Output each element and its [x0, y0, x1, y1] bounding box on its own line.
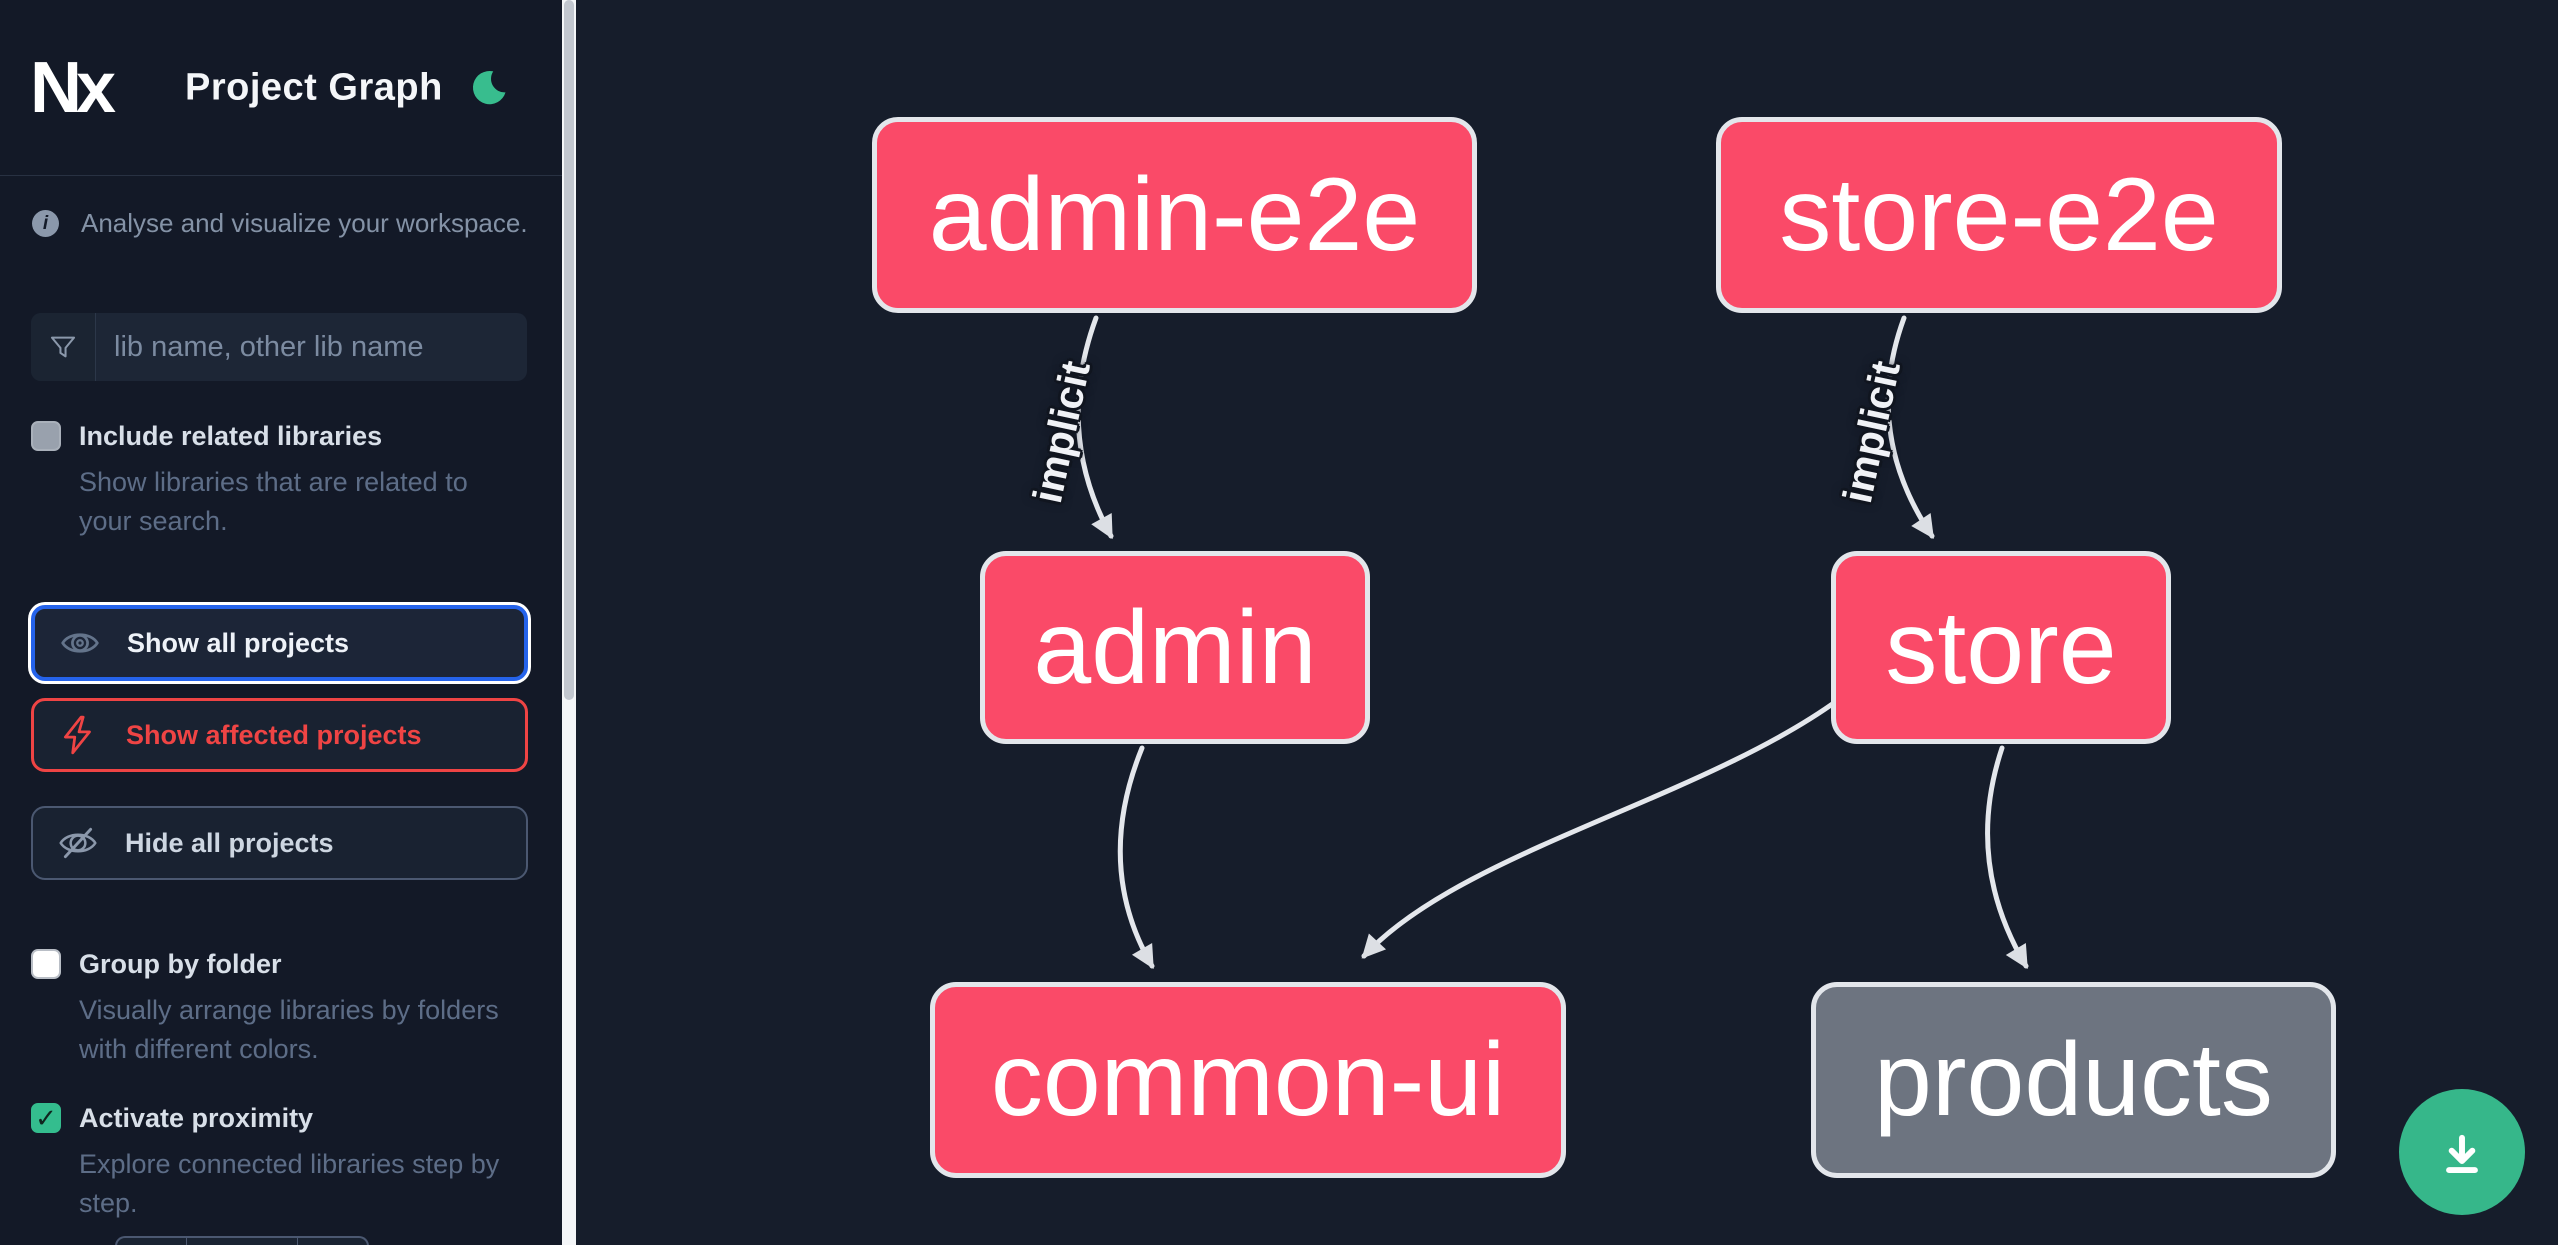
- sidebar: Nx Project Graph i Analyse and visualize…: [0, 0, 562, 1245]
- edge-store-e2e-to-store[interactable]: [1885, 315, 1935, 539]
- theme-toggle-button[interactable]: [466, 66, 510, 110]
- info-icon: i: [32, 210, 59, 237]
- option-activate-proximity: ✓ Activate proximity Explore connected l…: [31, 1101, 531, 1223]
- page-title: Project Graph: [185, 66, 443, 108]
- sidebar-scrollbar-track[interactable]: [562, 0, 576, 1245]
- graph-node-store[interactable]: store: [1831, 551, 2171, 744]
- show-affected-projects-label: Show affected projects: [126, 719, 422, 750]
- graph-node-common-ui[interactable]: common-ui: [930, 982, 1566, 1178]
- hide-all-projects-button[interactable]: Hide all projects: [31, 806, 528, 880]
- activate-proximity-description: Explore connected libraries step by step…: [79, 1149, 500, 1218]
- stepper-decrement-segment[interactable]: [117, 1238, 187, 1245]
- hide-all-projects-label: Hide all projects: [125, 827, 334, 858]
- sidebar-header: Nx Project Graph: [0, 0, 562, 176]
- option-group-by-folder: Group by folder Visually arrange librari…: [31, 947, 531, 1069]
- show-all-projects-button[interactable]: Show all projects: [31, 605, 528, 681]
- graph-node-admin[interactable]: admin: [980, 551, 1370, 744]
- include-related-description: Show libraries that are related to your …: [79, 467, 468, 536]
- edge-store-to-products[interactable]: [1985, 745, 2029, 970]
- eye-icon: [61, 633, 99, 653]
- group-by-folder-checkbox[interactable]: [31, 949, 61, 979]
- stepper-value-segment: [187, 1238, 299, 1245]
- show-all-projects-label: Show all projects: [127, 627, 350, 658]
- stepper-increment-segment[interactable]: [298, 1238, 367, 1245]
- group-by-folder-description: Visually arrange libraries by folders wi…: [79, 995, 499, 1064]
- graph-node-products[interactable]: products: [1811, 982, 2336, 1178]
- download-graph-button[interactable]: [2399, 1089, 2525, 1215]
- activate-proximity-label[interactable]: Activate proximity: [79, 1103, 314, 1133]
- sidebar-scrollbar-thumb[interactable]: [564, 0, 574, 700]
- edge-admin-to-common-ui[interactable]: [1117, 745, 1155, 970]
- include-related-label[interactable]: Include related libraries: [79, 421, 383, 451]
- eye-off-icon: [59, 827, 97, 859]
- proximity-depth-stepper[interactable]: [115, 1236, 369, 1245]
- nx-logo: Nx: [30, 47, 116, 128]
- workspace-info-row: i Analyse and visualize your workspace.: [0, 176, 562, 239]
- moon-icon: [472, 70, 506, 104]
- graph-node-store-e2e[interactable]: store-e2e: [1716, 117, 2282, 313]
- option-include-related-libraries: Include related libraries Show libraries…: [31, 419, 531, 541]
- filter-icon: [50, 336, 76, 358]
- include-related-checkbox[interactable]: [31, 421, 61, 451]
- filter-icon-cell: [31, 313, 96, 381]
- show-affected-projects-button[interactable]: Show affected projects: [31, 698, 528, 772]
- workspace-info-text: Analyse and visualize your workspace.: [81, 208, 528, 238]
- edge-admin-e2e-to-admin[interactable]: [1075, 315, 1114, 540]
- library-filter: [31, 313, 527, 381]
- activate-proximity-checkbox[interactable]: ✓: [31, 1103, 61, 1133]
- lightning-icon: [63, 715, 91, 755]
- library-filter-input[interactable]: [96, 313, 527, 381]
- edge-store-to-common-ui[interactable]: [1361, 697, 1841, 959]
- group-by-folder-label[interactable]: Group by folder: [79, 949, 282, 979]
- graph-node-admin-e2e[interactable]: admin-e2e: [872, 117, 1477, 313]
- download-icon: [2446, 1134, 2478, 1174]
